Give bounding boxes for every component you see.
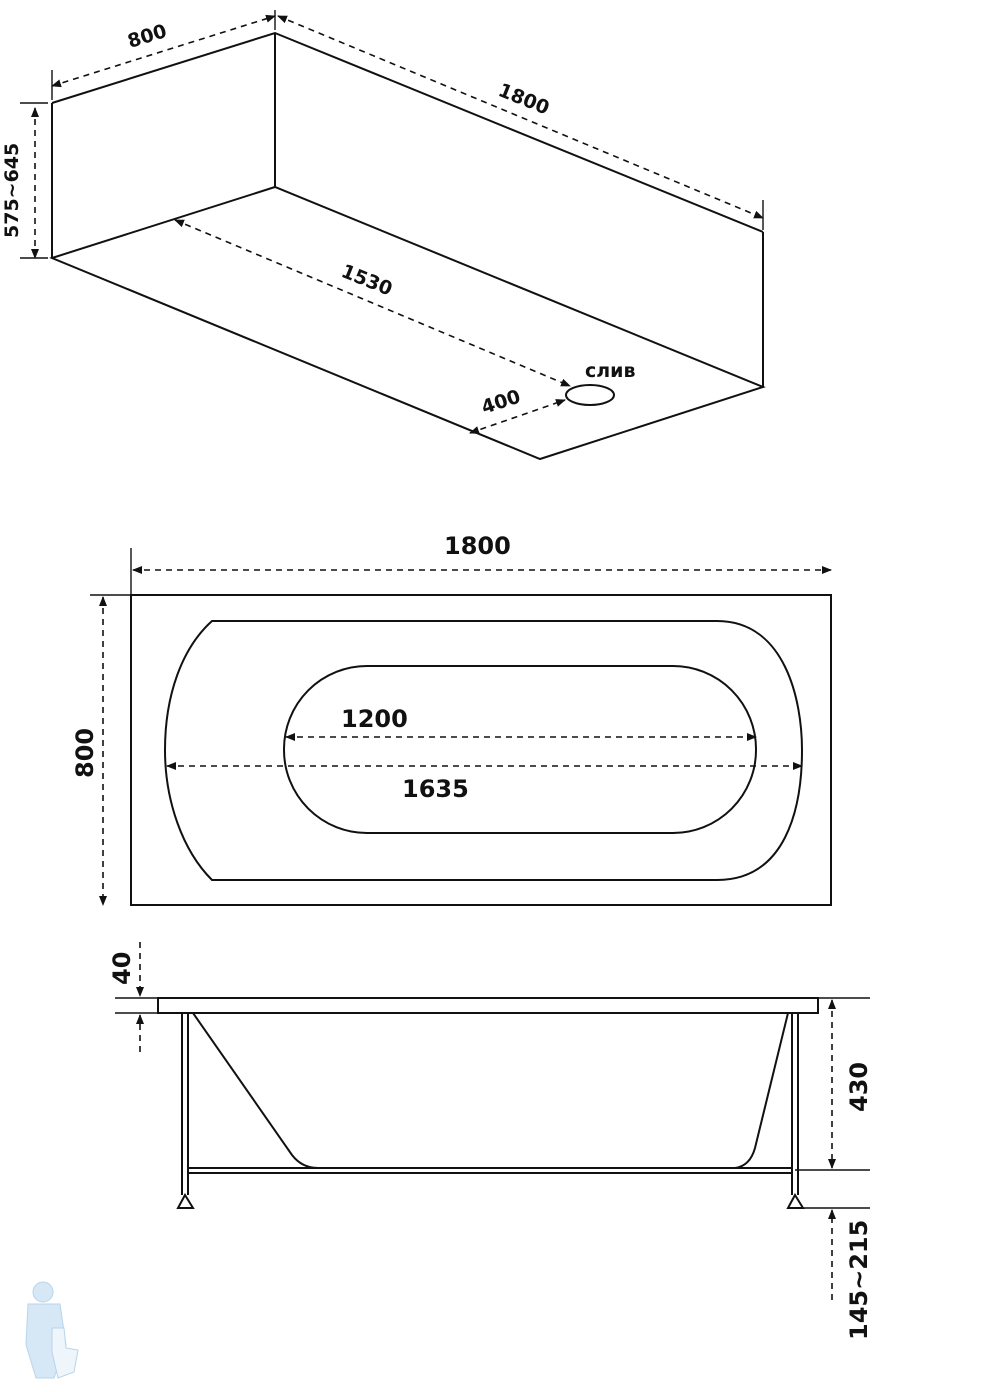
iso-width-label: 800 [125,20,169,53]
top-length-label: 1800 [444,532,511,560]
leg-height-label: 145~215 [845,1220,873,1340]
plumber-logo [25,1281,79,1379]
iso-length-label: 1800 [495,79,552,119]
iso-drain-offset-label: 400 [479,386,524,419]
inner-length-label: 1635 [402,775,469,803]
top-width-label: 800 [71,728,99,778]
iso-height-label: 575~645 [1,143,23,238]
top-view: 1800 800 1200 1635 [71,532,832,906]
iso-inner-length-label: 1530 [338,260,395,300]
bottom-length-label: 1200 [341,705,408,733]
isometric-view: 800 1800 575~645 1530 400 слив [1,10,766,461]
tub-depth-label: 430 [845,1062,873,1112]
drain-label: слив [585,360,636,382]
drain-hole [565,384,615,406]
rim-height-label: 40 [108,952,136,985]
side-view: 40 430 145~215 [108,942,873,1340]
